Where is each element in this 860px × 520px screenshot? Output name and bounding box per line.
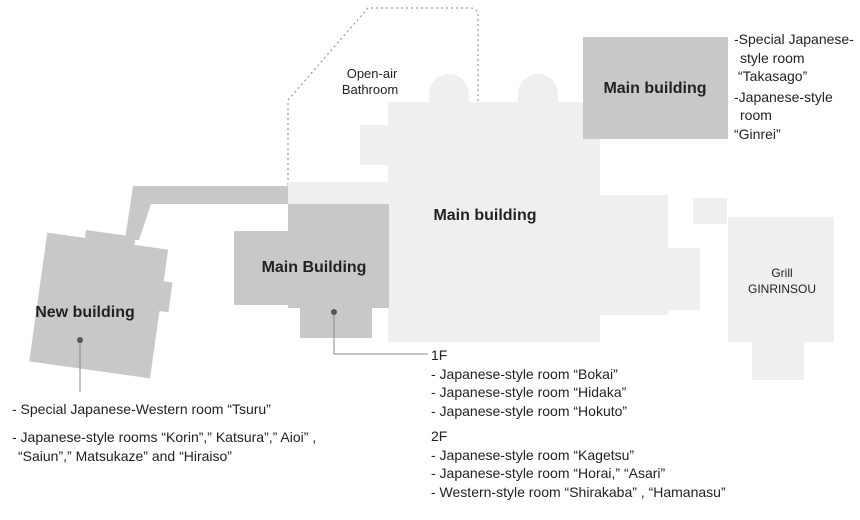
new-building-shape — [29, 229, 173, 379]
grill-label-line1: Grill — [771, 266, 792, 280]
main-building-center-label: Main building — [433, 207, 536, 224]
new-building-room-1: - Special Japanese-Western room “Tsuru” — [12, 401, 271, 417]
room-list-line: - Japanese-style room “Bokai” — [431, 365, 618, 382]
room-list-line: style room — [740, 49, 805, 66]
grill-label-line2: GINRINSOU — [748, 282, 816, 296]
room-list-line: -Special Japanese- — [734, 31, 854, 47]
new-building-room-2: - Japanese-style rooms “Korin”,” Katsura… — [12, 429, 317, 445]
marker-dot-main-building — [331, 309, 337, 315]
open-air-label-line2: Bathroom — [342, 82, 398, 97]
new-building-label: New building — [35, 304, 135, 321]
main-building-top-shape — [583, 37, 728, 139]
top-right-room-list: -Special Japanese- style room “Takasago”… — [734, 30, 854, 143]
open-air-label-line1: Open-air — [347, 66, 398, 81]
marker-dot-new-building — [77, 337, 83, 343]
main-building-left-shape — [234, 204, 389, 338]
room-list-line: - Japanese-style room “Hokuto” — [431, 402, 628, 419]
main-building-left-label: Main Building — [262, 259, 367, 276]
room-list-line: “Ginrei” — [734, 125, 781, 142]
main-building-room-list: 1F - Japanese-style room “Bokai” - Japan… — [431, 346, 726, 501]
leader-line-main-building — [333, 312, 428, 355]
new-building-room-3: “Saiun”,” Matsukaze” and “Hiraiso” — [18, 448, 232, 464]
room-list-line: - Japanese-style room “Horai,” “Asari” — [431, 465, 666, 481]
main-building-center-shape — [288, 74, 700, 342]
open-air-bathroom-outline — [287, 7, 479, 185]
main-building-top-label: Main building — [603, 80, 706, 97]
room-list-line: “Takasago” — [738, 68, 808, 84]
grill-ginrinsou-shape — [693, 198, 834, 380]
corridor-connector — [125, 186, 290, 240]
floor-heading-1f: 1F — [431, 347, 448, 363]
room-list-line: - Japanese-style room “Kagetsu” — [431, 446, 635, 463]
floor-heading-2f: 2F — [431, 428, 448, 444]
room-list-line: - Western-style room “Shirakaba” , “Hama… — [431, 483, 726, 500]
room-list-line: room — [740, 107, 772, 123]
room-list-line: -Japanese-style — [734, 88, 833, 105]
room-list-line: - Japanese-style room “Hidaka” — [431, 384, 627, 400]
